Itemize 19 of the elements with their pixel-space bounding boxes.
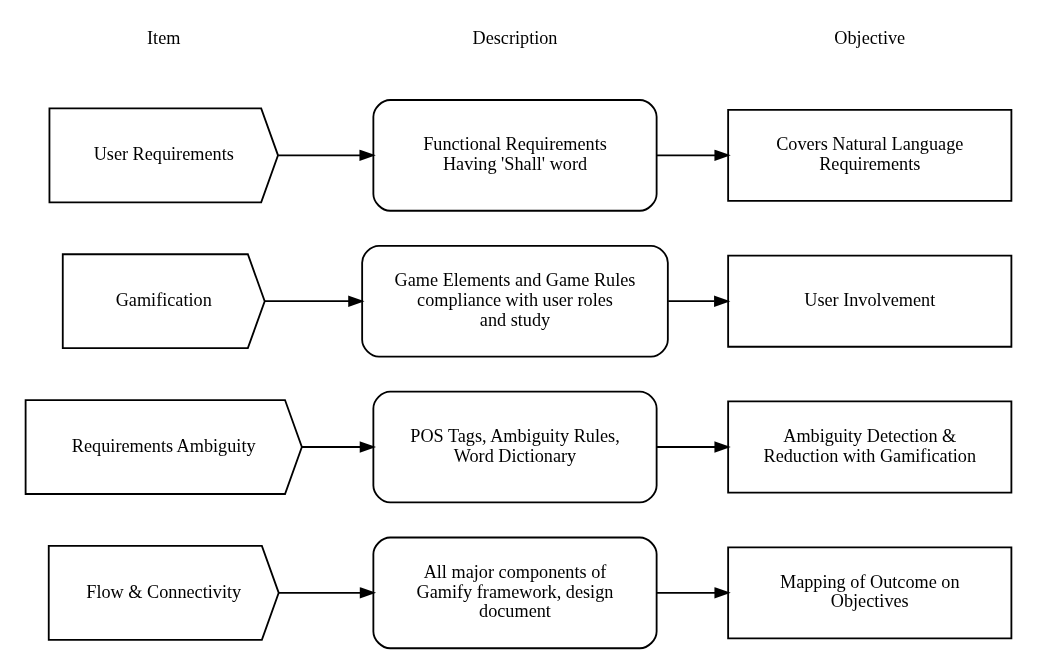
node-box: Functional Requirements Having 'Shall' word (372, 99, 658, 212)
node-box: Covers Natural Language Requirements (727, 108, 1013, 202)
node-box: POS Tags, Ambiguity Rules, Word Dictionary (372, 390, 658, 504)
arrow (277, 149, 376, 162)
label: Description (472, 27, 558, 48)
arrow (667, 295, 731, 307)
node-box: Ambiguity Detection & Reduction with Gamification (727, 400, 1013, 494)
node-box: Game Elements and Game Rules compliance with user roles and study (361, 244, 669, 358)
arrow (300, 441, 376, 453)
node-box: All major components of Gamify framework, design document (372, 536, 658, 650)
node-box: Mapping of Outcome on Objectives (727, 546, 1013, 640)
label: Objective (834, 27, 906, 48)
arrow (656, 587, 731, 599)
arrow (277, 587, 377, 599)
arrow (264, 295, 365, 307)
arrow (656, 441, 731, 453)
node-box: User Involvement (727, 254, 1013, 348)
label: Item (147, 27, 181, 48)
arrow (656, 149, 731, 162)
